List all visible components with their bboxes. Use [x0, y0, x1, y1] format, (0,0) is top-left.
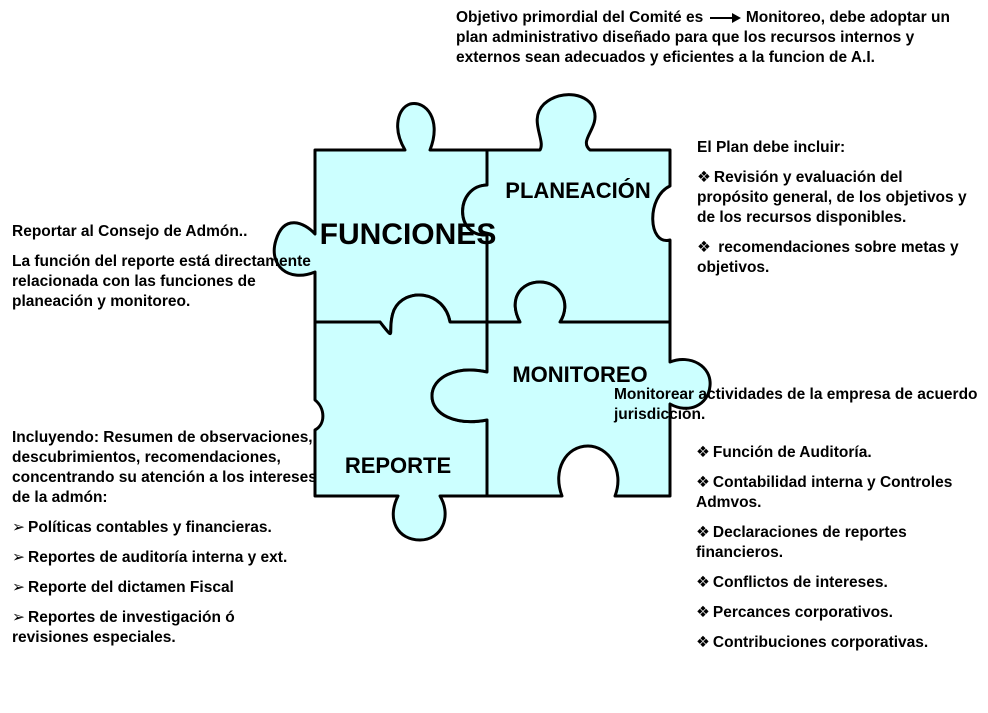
arrowhead-bullet-icon: ➢ [12, 579, 25, 596]
monitorear-item: ❖Declaraciones de reportes financieros. [696, 524, 907, 561]
diamond-bullet-icon: ❖ [696, 574, 710, 591]
right-arrow-icon [709, 12, 741, 23]
monitorear-item: ❖Percances corporativos. [696, 604, 893, 621]
incluyendo-item: ➢Políticas contables y financieras. [12, 519, 272, 536]
monitorear-item: ❖Contabilidad interna y Controles Admvos… [696, 474, 953, 511]
piece-label-funciones: FUNCIONES [320, 218, 497, 251]
incluyendo-heading: Incluyendo: Resumen de observaciones, de… [12, 429, 317, 506]
incluyendo-item: ➢Reporte del dictamen Fiscal [12, 579, 234, 596]
diamond-bullet-icon: ❖ [696, 444, 710, 461]
piece-label-reporte: REPORTE [345, 453, 451, 478]
diamond-bullet-icon: ❖ [696, 474, 710, 491]
monitorear-item: ❖Función de Auditoría. [696, 444, 872, 461]
arrowhead-bullet-icon: ➢ [12, 519, 25, 536]
plan-block: El Plan debe incluir: ❖Revisión y evalua… [697, 138, 967, 288]
arrowhead-bullet-icon: ➢ [12, 549, 25, 566]
piece-label-planeacion: PLANEACIÓN [505, 178, 650, 203]
top-note: Objetivo primordial del Comité es Monito… [456, 8, 976, 68]
piece-label-monitoreo: MONITOREO [512, 362, 647, 387]
diamond-bullet-icon: ❖ [697, 239, 711, 256]
incluyendo-block: Incluyendo: Resumen de observaciones, de… [12, 428, 352, 658]
diamond-bullet-icon: ❖ [696, 524, 710, 541]
reportar-line2: La función del reporte está directamente… [12, 253, 311, 310]
monitorear-item: ❖Contribuciones corporativas. [696, 634, 929, 651]
plan-item: ❖ recomendaciones sobre metas y objetivo… [697, 239, 959, 276]
monitorear-item: ❖Conflictos de intereses. [696, 574, 888, 591]
monitorear-heading: Monitorear actividades de la empresa de … [614, 386, 978, 423]
monitorear-block: Monitorear actividades de la empresa de … [614, 385, 982, 653]
puzzle-piece-monitoreo [430, 280, 712, 498]
reportar-block: Reportar al Consejo de Admón.. La funció… [12, 222, 317, 322]
reportar-line1: Reportar al Consejo de Admón.. [12, 223, 248, 240]
plan-item: ❖Revisión y evaluación del propósito gen… [697, 169, 967, 226]
diamond-bullet-icon: ❖ [696, 634, 710, 651]
puzzle-piece-planeacion [461, 93, 672, 324]
incluyendo-item: ➢Reportes de auditoría interna y ext. [12, 549, 288, 566]
plan-heading: El Plan debe incluir: [697, 139, 846, 156]
top-note-before: Objetivo primordial del Comité es [456, 9, 704, 26]
incluyendo-item: ➢Reportes de investigación ó revisiones … [12, 609, 235, 646]
diamond-bullet-icon: ❖ [697, 169, 711, 186]
diamond-bullet-icon: ❖ [696, 604, 710, 621]
arrowhead-bullet-icon: ➢ [12, 609, 25, 626]
top-note-after: Monitoreo, debe adoptar un plan administ… [456, 9, 950, 66]
